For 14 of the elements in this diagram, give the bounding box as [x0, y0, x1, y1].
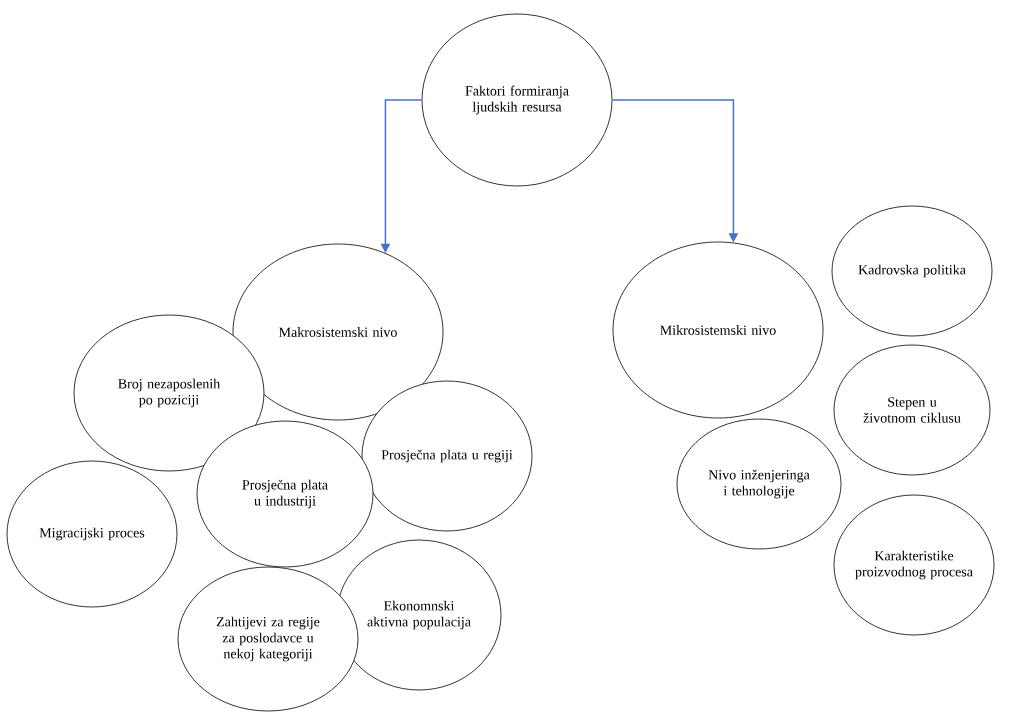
ellipse-node: Makrosistemski nivo [232, 243, 444, 421]
ellipse-node: Ekonomnski aktivna populacija [336, 539, 502, 691]
ellipse-node: Nivo inženjeringa i tehnologije [676, 418, 842, 550]
ellipse-node: Migracijski proces [6, 460, 178, 608]
node-label: Zahtijevi za regije za poslodavce u nekoj kategoriji [216, 616, 320, 662]
ellipse-node: Broj nezaposlenih po poziciji [73, 314, 265, 472]
ellipse-node: Stepen u životnom ciklusu [833, 344, 991, 476]
ellipse-node: Mikrosistemski nivo [612, 241, 824, 419]
ellipse-node: Karakteristike proizvodnog procesa [833, 494, 995, 636]
ellipse-node: Prosječna plata u regiji [361, 380, 533, 532]
ellipse-node: Prosječna plata u industriji [196, 420, 374, 568]
ellipse-node: Kadrovska politika [831, 205, 993, 337]
ellipse-node: Zahtijevi za regije za poslodavce u nekoj kategoriji [177, 566, 359, 712]
ellipse-node: Faktori formiranja ljudskih resursa [421, 13, 613, 187]
